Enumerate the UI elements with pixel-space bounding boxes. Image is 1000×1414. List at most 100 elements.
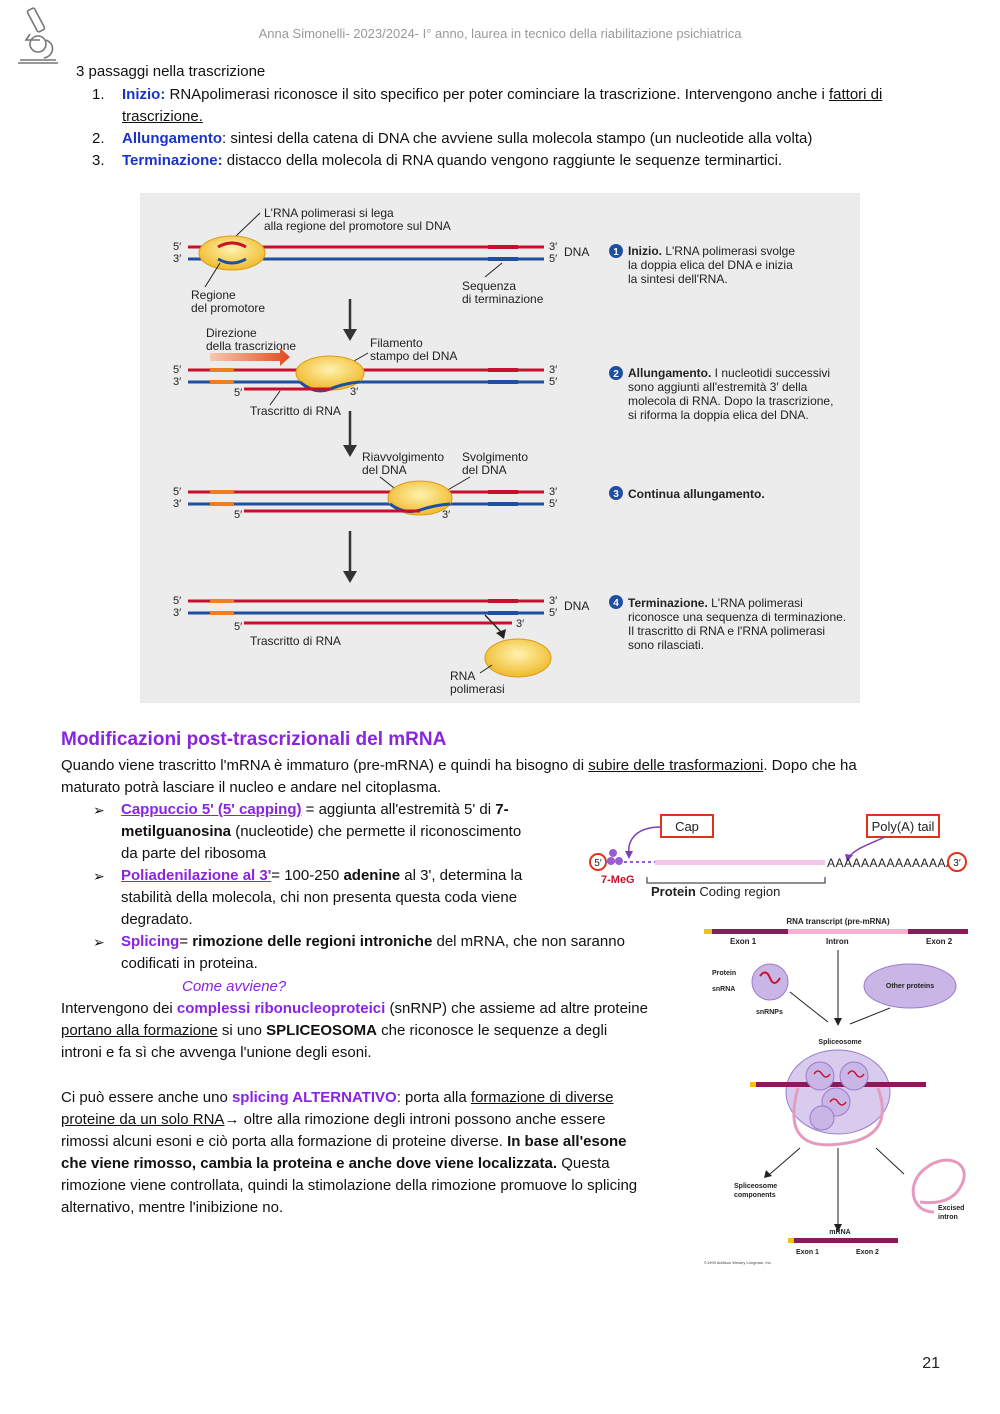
label-3prime: 3′ [516,618,524,630]
bold-text: 7- [495,801,509,818]
label-3prime: 3′ [549,364,557,376]
step-number-badge: 4 [613,598,619,609]
label-3prime: 3′ [173,498,181,510]
page-header: Anna Simonelli- 2023/2024- I° anno, laur… [258,26,742,41]
label-5prime: 5′ [234,509,242,521]
dna-row-4: 5′ 3′ 3′ 5′ DNA 5′ 3′ [173,595,589,633]
step-line: la sintesi dell'RNA. [628,272,728,286]
text: da parte del ribosoma [121,845,267,862]
label-3prime: 3′ [953,858,961,869]
step-line: riconosce una sequenza di terminazione. [628,610,846,624]
label-cap: Cap [675,819,699,834]
step-2-explanation: 2 Allungamento. I nucleotidi successivi … [609,366,833,422]
svg-text:Protein Coding region: Protein Coding region [651,884,780,899]
label-template-strand: Filamento [370,336,423,350]
step-number-badge: 3 [613,489,619,500]
label-5prime: 5′ [173,486,181,498]
highlight-text: complessi ribonucleoproteici [176,1000,386,1017]
snrnp-shape [751,963,789,1001]
label-5prime: 5′ [173,364,181,376]
mrna-structure-figure: Cap Poly(A) tail 5′ AAAAAAAAAAAAAAA 3′ 7… [589,814,967,899]
label-3prime: 3′ [173,376,181,388]
label-excised-intron: Excised [938,1205,964,1212]
text: introni e fa sì che avvenga l'unione deg… [61,1044,372,1061]
step-line: L'RNA polimerasi svolge [662,244,795,258]
bold-text: rimozione delle regioni introniche [192,933,433,950]
bold-text: In base all'esone [507,1133,627,1150]
term-allungamento: Allungamento [122,130,222,147]
list-number: 3. [92,152,105,169]
label-3prime: 3′ [173,607,181,619]
label-dna: DNA [564,245,589,259]
label-promoter-2: del promotore [191,301,265,315]
underlined-text: proteine da un solo RNA [61,1111,225,1128]
term-capping: Cappuccio 5' (5' capping) [121,801,302,818]
other-proteins-shape [863,963,957,1009]
coding-region-bar [655,860,825,865]
list-item: 3. Terminazione: distacco della molecola… [62,150,942,172]
bold-text: SPLICEOSOMA [266,1022,377,1039]
copyright-text: ©1999 Addison Wesley Longman, Inc. [704,1260,772,1265]
label-3prime: 3′ [549,486,557,498]
label-spliceosome-components-2: components [734,1192,776,1199]
label-5prime: 5′ [549,607,557,619]
label-termination-seq: Sequenza [462,279,516,293]
step-title: Terminazione. [628,596,708,610]
page-number: 21 [922,1355,940,1372]
label-5prime: 5′ [234,387,242,399]
label-polymerase-binds-2: alla regione del promotore sul DNA [264,219,451,233]
label-polymerase-binds: L'RNA polimerasi si lega [264,206,394,220]
dna-row-3: 5′ 3′ 3′ 5′ 5′ 3′ [173,480,557,521]
polya-label-box [866,814,940,838]
bold-text: che viene rimosso, cambia la proteina e … [61,1155,558,1172]
term-inizio: Inizio: [122,86,166,103]
label-protein: Protein [651,884,696,899]
three-prime-circle [947,852,967,872]
label-excised-intron-2: intron [938,1214,958,1221]
text: (snRNP) che assieme ad altre proteine [385,1000,648,1017]
underlined-text: portano alla formazione [61,1022,218,1039]
text: = [179,933,193,950]
label-coding-region: Coding region [696,884,781,899]
label-exon-2: Exon 2 [926,937,953,946]
text: (nucleotide) che permette il riconoscime… [231,823,522,840]
label-snrnps: snRNPs [756,1009,783,1016]
list-item: 2. Allungamento: sintesi della catena di… [62,128,942,150]
label-template-strand-2: stampo del DNA [370,349,457,363]
text: : porta alla [396,1089,471,1106]
step-line: la doppia elica del DNA e inizia [628,258,793,272]
label-exon-2: Exon 2 [856,1249,879,1256]
svg-text:Inizio. L'RNA polimerasi svolg: Inizio. L'RNA polimerasi svolge [628,244,795,258]
polya-sequence: AAAAAAAAAAAAAAA [827,856,955,870]
term-terminazione: Terminazione: [122,152,223,169]
list-item: ➢ Cappuccio 5' (5' capping) = aggiunta a… [61,799,581,865]
intro-line: 3 passaggi nella trascrizione [76,63,266,80]
step-line: sono rilasciati. [628,638,704,652]
bold-text: metilguanosina [121,823,232,840]
text: oltre alla rimozione degli introni posso… [239,1111,606,1128]
step-1-explanation: 1 Inizio. L'RNA polimerasi svolge la dop… [609,244,795,286]
direction-arrow [210,348,290,366]
label-rna-transcript: Trascritto di RNA [250,404,341,418]
text: degradato. [121,911,193,928]
text: . Dopo che ha [763,757,857,774]
step-text: RNApolimerasi riconosce il sito specific… [165,86,829,103]
label-unwinding: Svolgimento [462,450,528,464]
label-rna-transcript: Trascritto di RNA [250,634,341,648]
label-spliceosome: Spliceosome [818,1039,861,1046]
cap-label-box [660,814,714,838]
step-4-explanation: 4 Terminazione. L'RNA polimerasi riconos… [609,595,846,652]
text: = aggiunta all'estremità 5' di [301,801,496,818]
question-text: Come avviene? [182,978,287,995]
figure-background [140,193,860,703]
label-rewinding: Riavvolgimento [362,450,444,464]
dna-row-2: 5′ 3′ 3′ 5′ 5′ 3′ [173,355,557,399]
excised-intron-loop [911,1158,966,1214]
dna-row-1: 5′ 3′ 3′ 5′ DNA [173,235,589,271]
text: si uno [217,1022,267,1039]
term-polyadenylation: Poliadenilazione al 3' [121,867,272,884]
bullet-arrow-icon: ➢ [93,934,105,950]
label-5prime: 5′ [173,241,181,253]
label-direction: Direzione [206,326,257,340]
step-number-badge: 1 [613,247,619,258]
